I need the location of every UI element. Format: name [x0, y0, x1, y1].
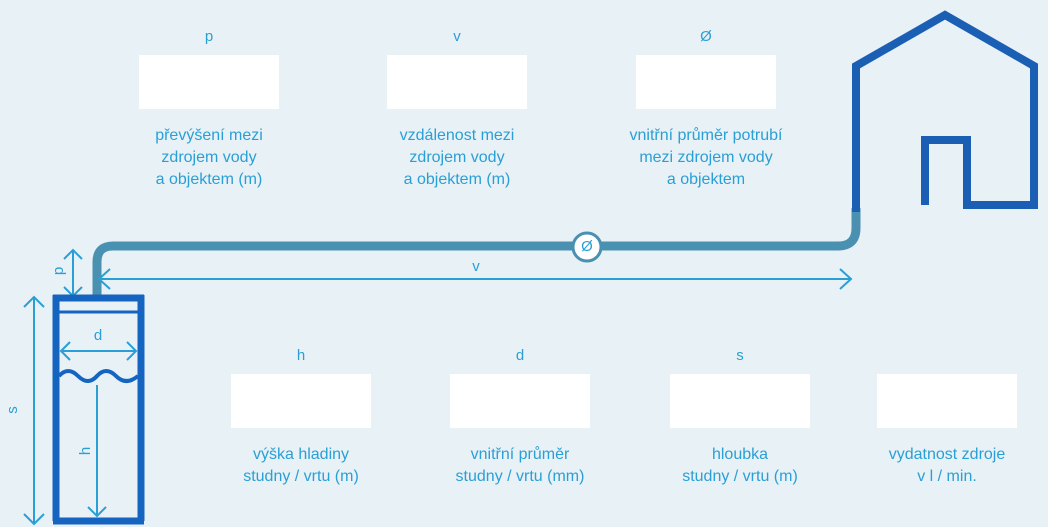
- house-outline: [852, 10, 1038, 212]
- distance-key: v: [453, 28, 461, 45]
- well-diameter-arrow: [59, 341, 138, 361]
- well-shaft: [52, 294, 145, 525]
- pipe-diameter-field: Ø vnitřní průměr potrubí mezi zdrojem vo…: [581, 28, 831, 191]
- water-level-key: h: [296, 347, 306, 364]
- well-depth-description: hloubka studny / vrtu (m): [682, 446, 798, 485]
- distance-description: vzdálenost mezi zdrojem vody a objektem …: [399, 127, 515, 188]
- pipe-diameter-label: Ø: [581, 238, 593, 255]
- pipe-diameter-input[interactable]: [636, 55, 776, 109]
- water-surface: [57, 369, 140, 383]
- well-depth-arrow: [23, 295, 45, 526]
- water-level-description: výška hladiny studny / vrtu (m): [243, 446, 359, 485]
- well-depth-input[interactable]: [670, 374, 810, 428]
- well-diameter-description: vnitřní průměr studny / vrtu (mm): [455, 446, 585, 485]
- well-depth-key: s: [736, 347, 744, 364]
- well-diameter-key: d: [515, 347, 525, 364]
- pipe-diameter-description: vnitřní průměr potrubí mezi zdrojem vody…: [629, 127, 783, 188]
- height-difference-key: p: [204, 28, 214, 45]
- pipe-diameter-marker: [571, 231, 603, 263]
- water-level-arrow: [87, 385, 107, 518]
- height-difference-input[interactable]: [139, 55, 279, 109]
- water-level-input[interactable]: [231, 374, 371, 428]
- height-difference-field: p převýšení mezi zdrojem vody a objektem…: [84, 28, 334, 191]
- distance-field: v vzdálenost mezi zdrojem vody a objekte…: [332, 28, 582, 191]
- water-level-field: h výška hladiny studny / vrtu (m): [176, 347, 426, 488]
- distance-label: v: [472, 258, 480, 275]
- height-difference-description: převýšení mezi zdrojem vody a objektem (…: [155, 127, 263, 188]
- water-level-label: h: [77, 446, 94, 456]
- well-depth-label: s: [4, 406, 21, 414]
- pipe-diameter-key: Ø: [700, 28, 712, 45]
- distance-arrow: [97, 268, 853, 290]
- source-yield-description: vydatnost zdroje v l / min.: [888, 446, 1006, 485]
- well-diameter-label: d: [93, 327, 103, 344]
- source-yield-key: [847, 347, 1047, 365]
- well-depth-field: s hloubka studny / vrtu (m): [615, 347, 865, 488]
- source-yield-field: vydatnost zdroje v l / min.: [847, 347, 1047, 488]
- source-yield-input[interactable]: [877, 374, 1017, 428]
- water-pipe: [92, 208, 861, 296]
- well-diameter-input[interactable]: [450, 374, 590, 428]
- height-difference-label: p: [50, 266, 67, 276]
- distance-input[interactable]: [387, 55, 527, 109]
- well-diameter-field: d vnitřní průměr studny / vrtu (mm): [395, 347, 645, 488]
